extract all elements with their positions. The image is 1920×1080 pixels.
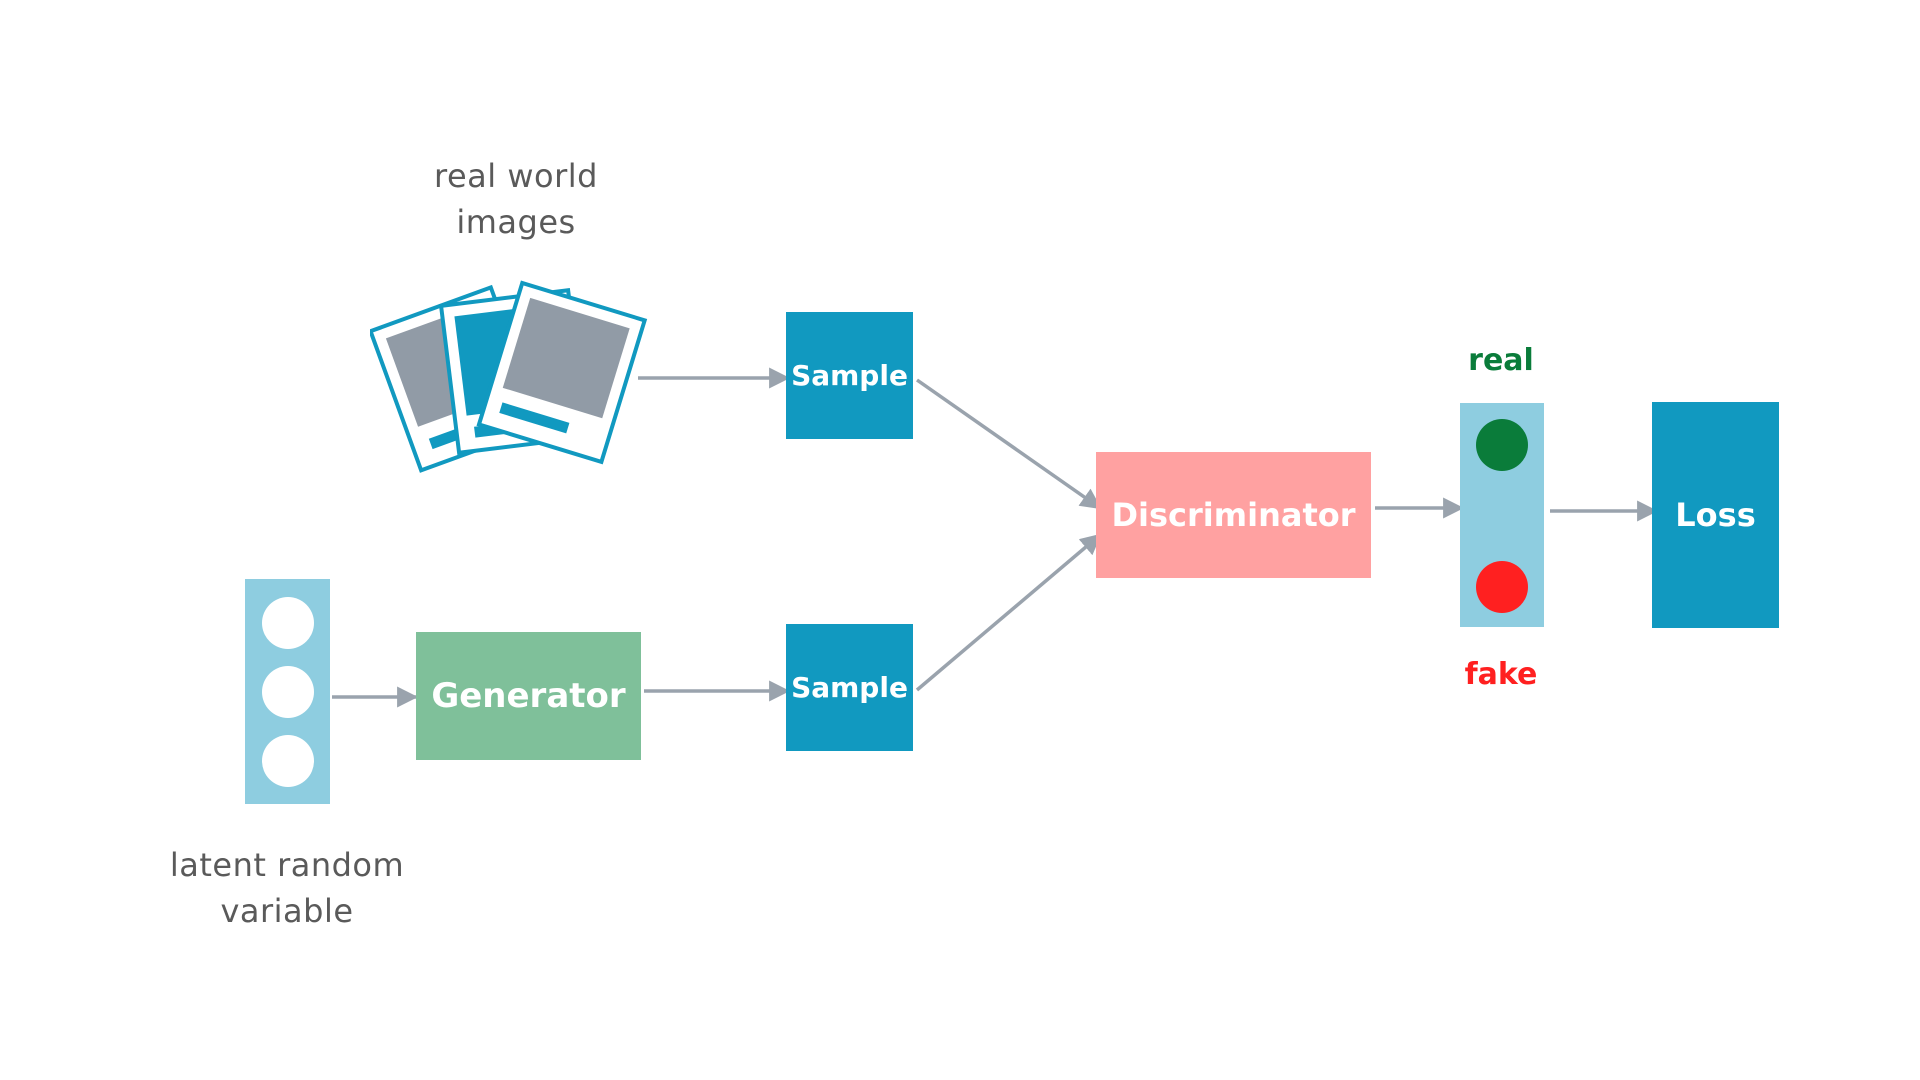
output-fake-label: fake — [1464, 657, 1538, 692]
latent-node-1 — [262, 597, 314, 649]
loss-box: Loss — [1652, 402, 1779, 628]
real-images-label-line-2: images — [456, 203, 576, 241]
generator-box: Generator — [416, 632, 641, 760]
latent-node-3 — [262, 735, 314, 787]
latent-label-line-1: latent random — [169, 846, 405, 884]
sample-box-top: Sample — [786, 312, 913, 439]
latent-label-line-2: variable — [220, 892, 354, 930]
output-vector — [1460, 403, 1544, 627]
real-dot — [1476, 419, 1528, 471]
fake-dot — [1476, 561, 1528, 613]
arrow-sample-bottom-to-discriminator — [915, 533, 1102, 692]
real-images-label: real world images — [386, 153, 646, 245]
arrow-sample-top-to-discriminator — [915, 378, 1102, 510]
latent-vector — [245, 579, 330, 804]
latent-label: latent random variable — [147, 842, 427, 934]
photo-stack-icon — [370, 280, 648, 473]
real-images-label-line-1: real world — [434, 157, 598, 195]
sample-box-bottom: Sample — [786, 624, 913, 751]
latent-node-2 — [262, 666, 314, 718]
output-real-label: real — [1468, 343, 1534, 378]
discriminator-box: Discriminator — [1096, 452, 1371, 578]
